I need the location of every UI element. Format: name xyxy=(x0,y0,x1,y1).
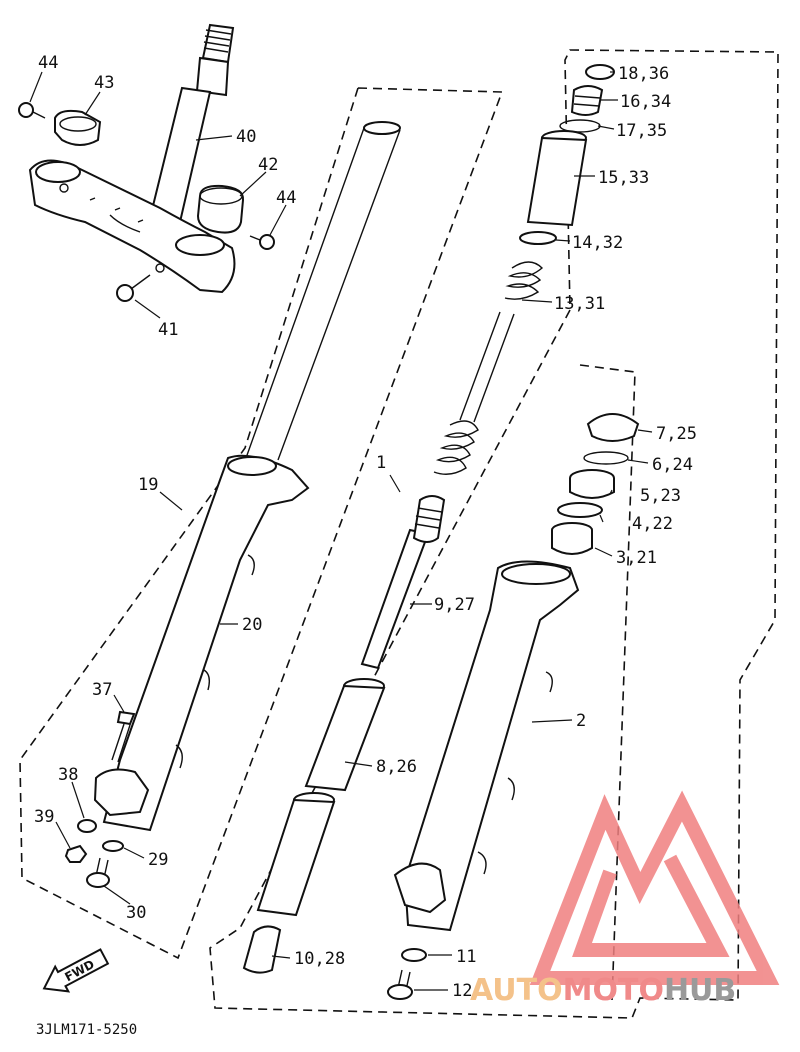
o-ring-17 xyxy=(559,119,601,133)
callout-5-23: 5,23 xyxy=(640,486,681,506)
slide-tube-upper xyxy=(304,678,386,792)
callout-7-25: 7,25 xyxy=(656,424,697,444)
bolt-44-right xyxy=(249,234,275,250)
washer-29 xyxy=(102,840,124,852)
damper-rod xyxy=(360,495,446,670)
washer-14 xyxy=(519,231,557,245)
left-fork-upper-tube xyxy=(245,121,401,461)
callout-44-right: 44 xyxy=(276,188,296,208)
bolt-30 xyxy=(86,857,110,888)
callout-41: 41 xyxy=(158,320,178,340)
bolt-44-left xyxy=(18,102,46,119)
callout-19: 19 xyxy=(138,475,158,495)
callout-10-28: 10,28 xyxy=(294,949,345,969)
bolt-41 xyxy=(116,274,151,302)
callout-15-33: 15,33 xyxy=(598,168,649,188)
slide-tube-lower xyxy=(256,792,336,917)
callout-1: 1 xyxy=(376,453,386,473)
callout-2: 2 xyxy=(576,711,586,731)
logo-moto: MOTO xyxy=(563,973,664,1008)
drain-bolt-12 xyxy=(387,969,413,1000)
dust-seal-7 xyxy=(586,413,640,442)
callout-13-31: 13,31 xyxy=(554,294,605,314)
callout-14-32: 14,32 xyxy=(572,233,623,253)
left-fork-group-boundary xyxy=(19,87,504,960)
logo-triangle-mark xyxy=(529,790,780,985)
callout-17-35: 17,35 xyxy=(616,121,667,141)
under-bracket xyxy=(28,159,236,294)
callout-29: 29 xyxy=(148,850,168,870)
steering-stem xyxy=(148,23,235,224)
fork-spring xyxy=(433,261,544,475)
callout-4-22: 4,22 xyxy=(632,514,673,534)
outer-tube-subgroup-boundary xyxy=(579,364,636,1001)
callout-9-27: 9,27 xyxy=(434,595,475,615)
callout-30: 30 xyxy=(126,903,146,923)
callout-42: 42 xyxy=(258,155,278,175)
callout-44-left: 44 xyxy=(38,53,58,73)
callout-18-36: 18,36 xyxy=(618,64,669,84)
fwd-arrow: FWD xyxy=(42,948,110,993)
cap-bolt-16 xyxy=(570,85,604,116)
callout-3-21: 3,21 xyxy=(616,548,657,568)
clamp-42 xyxy=(196,184,245,234)
callout-11: 11 xyxy=(456,947,476,967)
oil-lock-piece xyxy=(242,925,282,974)
clip-6 xyxy=(583,451,629,465)
automotohub-logo: AUTOMOTOHUB xyxy=(470,790,780,1008)
bushing-3 xyxy=(551,522,593,555)
left-fork-leg xyxy=(93,454,310,832)
logo-hub: HUB xyxy=(664,973,736,1008)
diagram-code: 3JLM171-5250 xyxy=(36,1022,137,1038)
nut-39 xyxy=(64,844,88,863)
callout-43: 43 xyxy=(94,73,114,93)
callout-20: 20 xyxy=(242,615,262,635)
washer-11 xyxy=(401,948,427,962)
logo-wordmark: AUTOMOTOHUB xyxy=(470,973,736,1008)
nut-38 xyxy=(77,819,97,833)
callout-12: 12 xyxy=(452,981,472,1001)
callout-37: 37 xyxy=(92,680,112,700)
oil-seal-5 xyxy=(569,469,615,499)
callout-6-24: 6,24 xyxy=(652,455,693,475)
callout-40: 40 xyxy=(236,127,256,147)
logo-auto: AUTO xyxy=(470,973,563,1008)
leader-lines xyxy=(29,71,653,991)
callout-labels: 44 43 40 42 44 41 18,36 16,34 17,35 15,3… xyxy=(34,53,697,1001)
clamp-43 xyxy=(54,109,102,146)
callout-16-34: 16,34 xyxy=(620,92,671,112)
cap-18 xyxy=(585,64,615,80)
callout-39: 39 xyxy=(34,807,54,827)
washer-4 xyxy=(557,502,603,518)
callout-38: 38 xyxy=(58,765,78,785)
callout-8-26: 8,26 xyxy=(376,757,417,777)
spacer-tube xyxy=(526,130,588,227)
bolt-37 xyxy=(111,710,136,763)
right-outer-tube xyxy=(393,560,580,932)
